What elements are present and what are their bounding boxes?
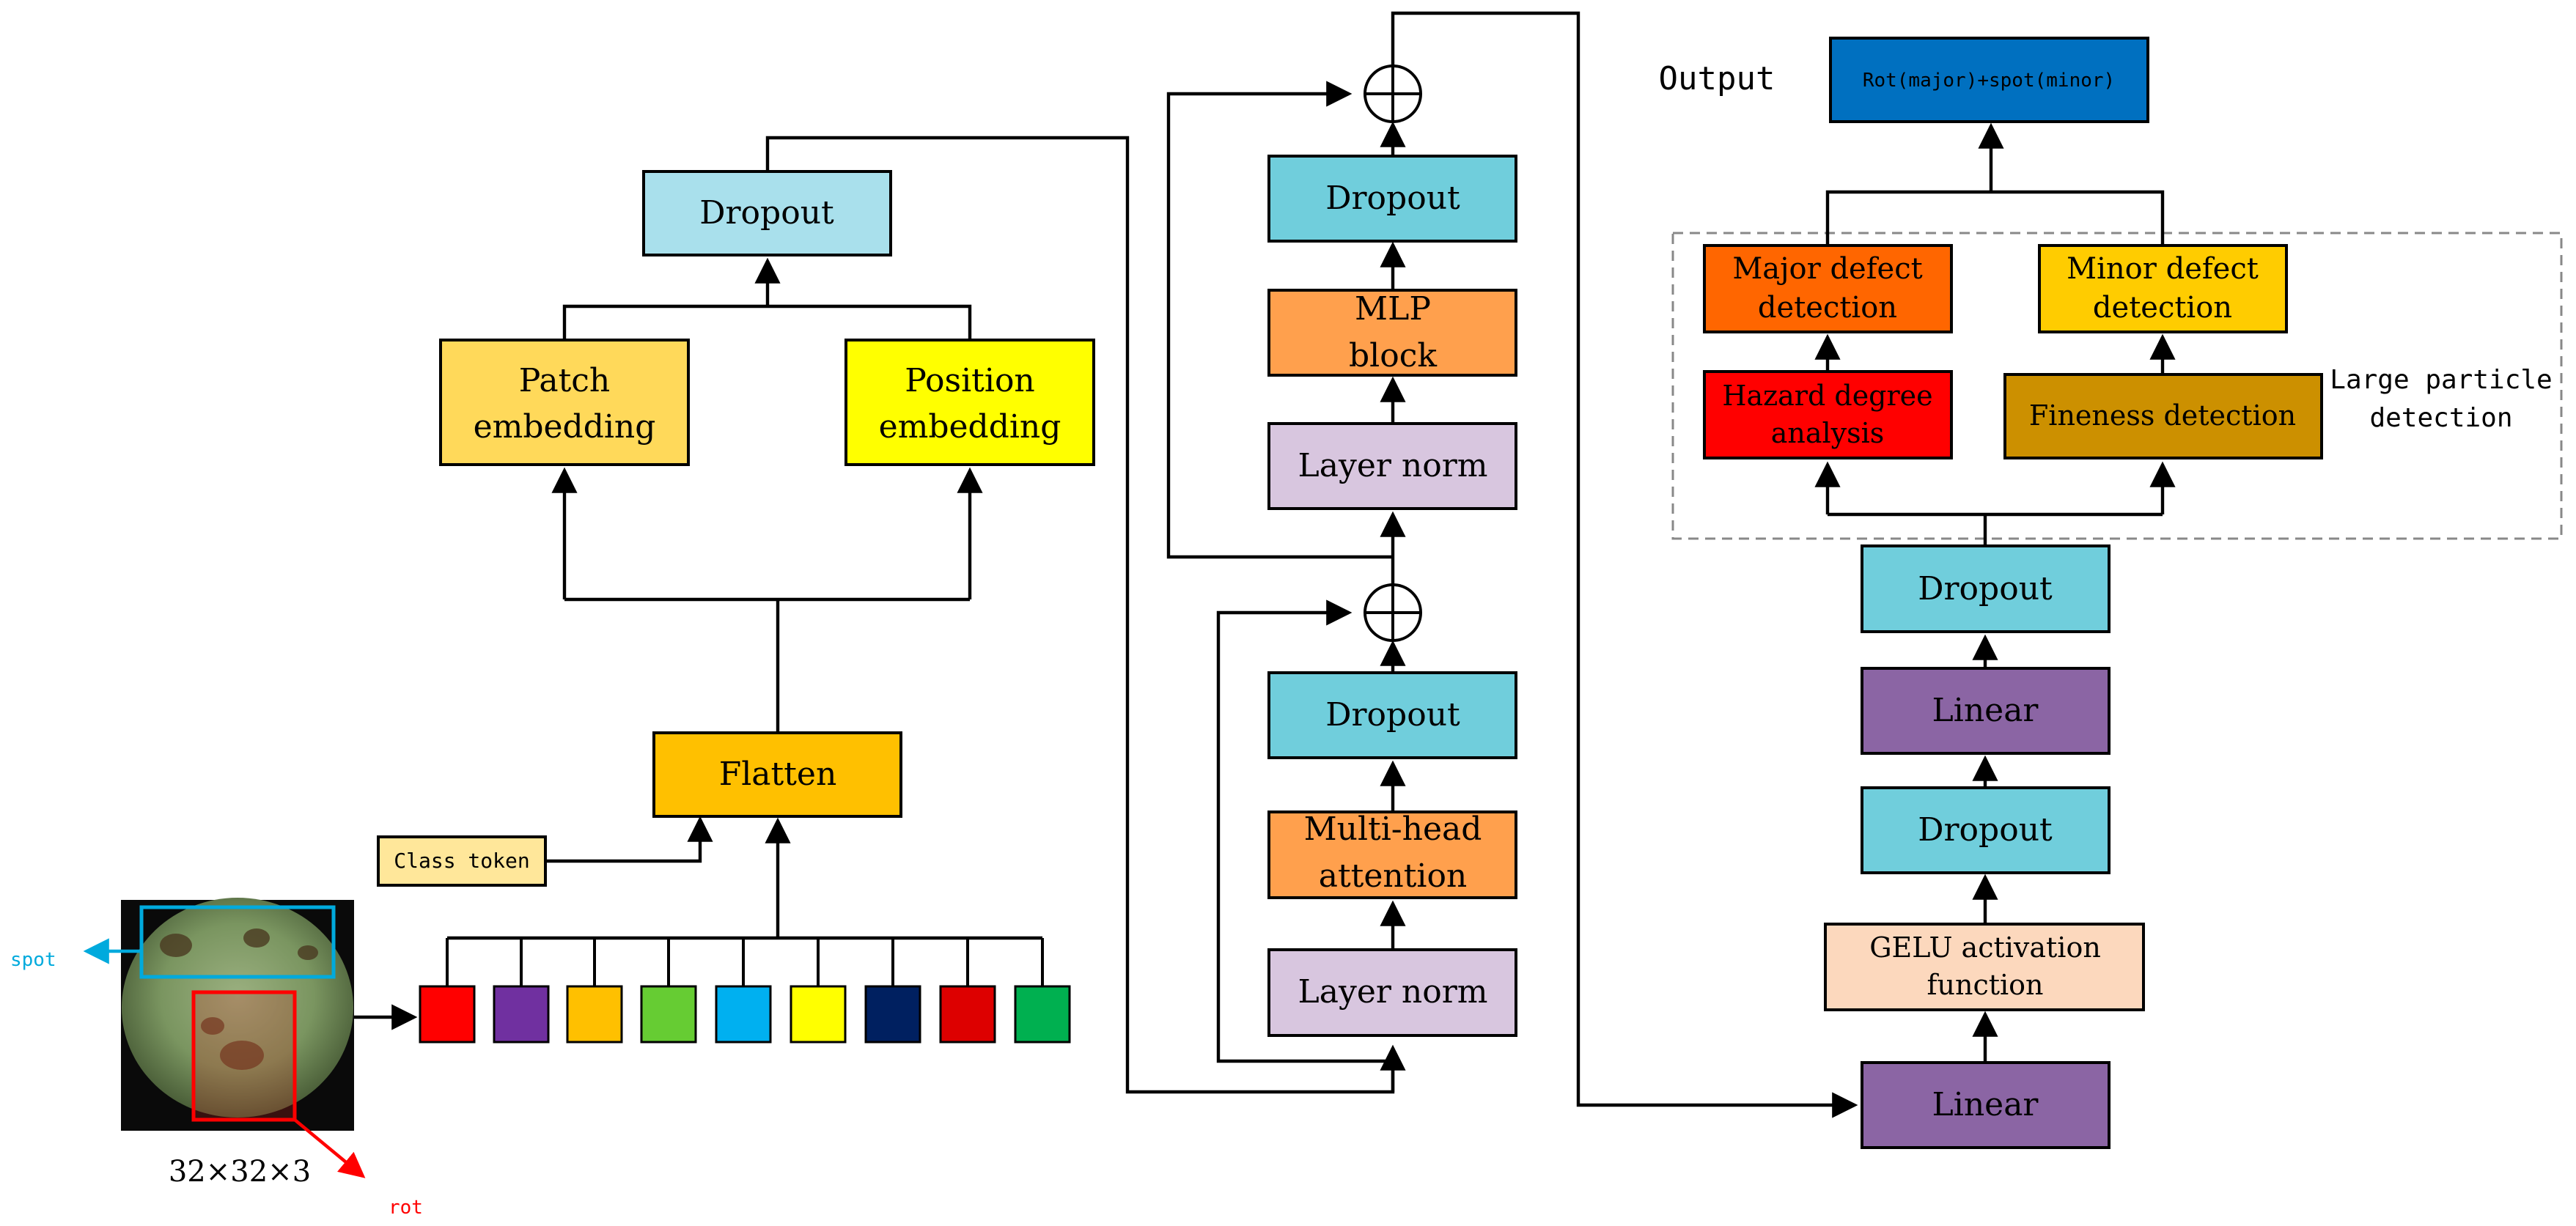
svg-text:GELU activation: GELU activation	[1869, 931, 2101, 964]
input-image	[121, 898, 354, 1131]
embedding-merge-line	[562, 304, 972, 340]
patch-token	[864, 985, 921, 1044]
large-particle-detection-group	[1671, 232, 2563, 540]
svg-text:embedding: embedding	[879, 408, 1061, 446]
multi-head-attention-box: Multi-head attention	[1267, 810, 1517, 899]
patch-token	[790, 985, 847, 1044]
add-2-circle	[1364, 64, 1422, 123]
svg-text:MLP: MLP	[1355, 290, 1431, 328]
svg-text:Dropout: Dropout	[699, 194, 834, 232]
svg-text:block: block	[1349, 337, 1437, 374]
spot-region-box	[139, 905, 336, 979]
patch-tokens	[419, 938, 1071, 1044]
svg-text:Major defect: Major defect	[1732, 252, 1922, 286]
svg-text:Dropout: Dropout	[1325, 180, 1460, 217]
svg-text:Layer norm: Layer norm	[1298, 447, 1488, 484]
rot-region-box	[191, 990, 297, 1122]
patch-token	[1014, 985, 1071, 1044]
class-token-box: Class token	[377, 835, 547, 887]
svg-text:detection: detection	[1758, 291, 1897, 325]
patch-token	[640, 985, 697, 1044]
position-embedding-box: Position embedding	[844, 339, 1095, 466]
encoder-to-head-line	[1391, 11, 1858, 1118]
layer-norm-1-box: Layer norm	[1267, 948, 1517, 1037]
group-label-line-2: detection	[2369, 403, 2512, 433]
svg-text:Linear: Linear	[1932, 1086, 2039, 1123]
svg-text:Position: Position	[905, 362, 1035, 399]
patch-token	[419, 985, 476, 1044]
encoder-dropout-2-box: Dropout	[1267, 155, 1517, 243]
rot-arrow	[293, 1118, 366, 1178]
svg-text:Linear: Linear	[1932, 692, 2039, 729]
svg-text:Dropout: Dropout	[1918, 570, 2053, 608]
detection-merge-line	[1825, 190, 2165, 245]
patch-token	[715, 985, 772, 1044]
svg-text:Dropout: Dropout	[1325, 696, 1460, 734]
head-linear-1-box: Linear	[1861, 1061, 2111, 1149]
head-dropout-1-box: Dropout	[1861, 786, 2111, 874]
svg-text:embedding: embedding	[474, 408, 656, 446]
mlp-block-box: MLP block	[1267, 289, 1517, 377]
output-box: Rot(major)+spot(minor)	[1829, 37, 2149, 123]
residual-1-line	[1216, 599, 1395, 1092]
svg-text:Patch: Patch	[519, 362, 611, 399]
head-linear-2-box: Linear	[1861, 667, 2111, 755]
head-dropout-2-box: Dropout	[1861, 544, 2111, 633]
svg-text:Dropout: Dropout	[1918, 811, 2053, 849]
output-label: Output	[1659, 60, 1775, 97]
svg-text:Rot(major)+spot(minor): Rot(major)+spot(minor)	[1863, 70, 2115, 92]
layer-norm-2-box: Layer norm	[1267, 422, 1517, 510]
group-label-line-1: Large particle	[2330, 365, 2552, 395]
add-1-circle	[1364, 583, 1422, 642]
residual-2-line	[1166, 81, 1393, 559]
svg-text:Fineness detection: Fineness detection	[2029, 399, 2296, 432]
class-token-to-flatten-arrow	[545, 816, 713, 863]
patch-token	[939, 985, 996, 1044]
rot-label: rot	[389, 1197, 423, 1219]
spot-label: spot	[10, 949, 56, 971]
patch-embedding-box: Patch embedding	[439, 339, 690, 466]
hazard-degree-box: Hazard degree analysis	[1703, 370, 1953, 459]
minor-defect-box: Minor defect detection	[2038, 244, 2288, 333]
svg-text:attention: attention	[1319, 857, 1468, 895]
patch-token	[493, 985, 550, 1044]
svg-text:analysis: analysis	[1771, 417, 1885, 449]
encoder-dropout-1-box: Dropout	[1267, 671, 1517, 759]
input-size-label: 32×32×3	[169, 1155, 311, 1189]
embedding-dropout-box: Dropout	[642, 170, 892, 256]
svg-text:Multi-head: Multi-head	[1304, 810, 1482, 848]
patch-token	[566, 985, 623, 1044]
svg-text:Hazard degree: Hazard degree	[1722, 380, 1932, 412]
svg-text:Layer norm: Layer norm	[1298, 973, 1488, 1011]
flatten-box: Flatten	[652, 731, 902, 818]
major-defect-box: Major defect detection	[1703, 244, 1953, 333]
svg-text:detection: detection	[2093, 291, 2232, 325]
svg-text:function: function	[1927, 969, 2043, 1001]
fineness-detection-box: Fineness detection	[2003, 373, 2323, 459]
svg-text:Class token: Class token	[394, 849, 529, 873]
svg-text:Flatten: Flatten	[719, 756, 837, 793]
gelu-box: GELU activation function	[1824, 923, 2145, 1011]
svg-text:Minor defect: Minor defect	[2067, 252, 2259, 286]
